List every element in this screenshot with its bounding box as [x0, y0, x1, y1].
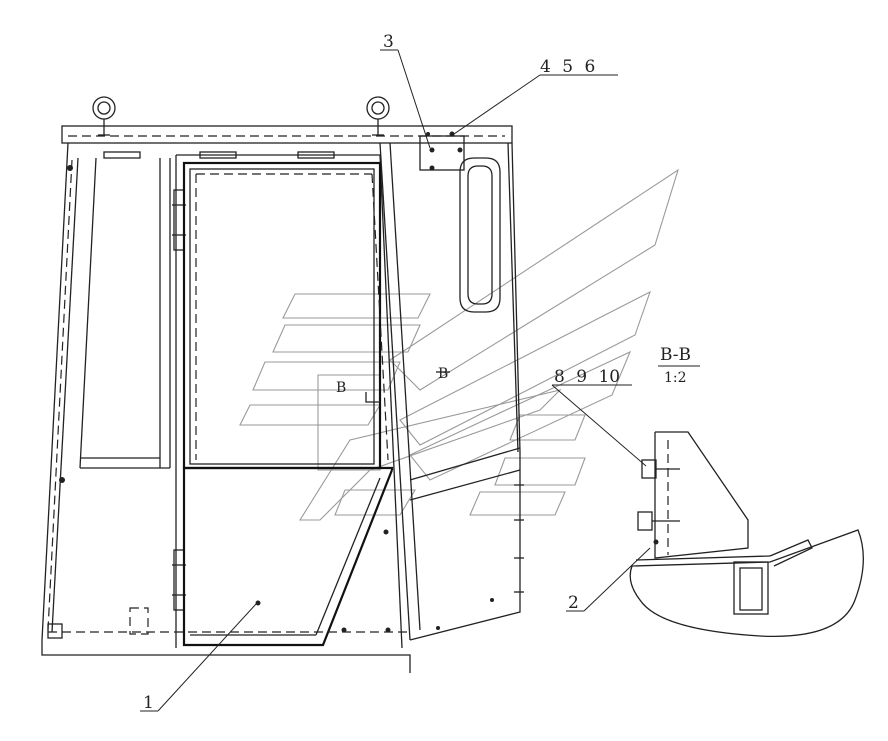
callout-2-label: 2	[568, 593, 579, 613]
callout-leaders	[140, 49, 700, 712]
callout-4-5-6-label: 4 5 6	[540, 57, 595, 77]
section-mark-right: B	[438, 366, 448, 382]
callout-3-label: 3	[383, 32, 394, 52]
section-scale: 1:2	[664, 370, 687, 386]
cab-front-view	[41, 96, 524, 673]
lifting-eye-right	[366, 96, 390, 136]
callout-8-9-10-label: 8 9 10	[554, 367, 620, 387]
section-b-b-view	[629, 431, 864, 638]
callout-1-label: 1	[143, 693, 154, 713]
section-title: B-B	[660, 345, 691, 365]
lifting-eye-left	[92, 96, 116, 136]
watermark-logo	[239, 168, 679, 521]
section-mark-left: B	[336, 380, 346, 396]
